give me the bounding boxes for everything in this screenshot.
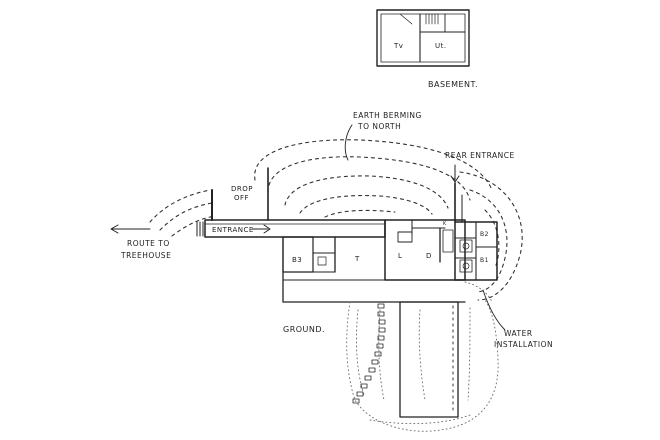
entrance-steps <box>196 221 204 237</box>
room-label-k: K <box>443 221 447 227</box>
entrance-arrow-icon <box>251 224 271 234</box>
basement-room-ut: Ut. <box>435 42 447 50</box>
ground-label: GROUND. <box>283 325 325 334</box>
drop-off-label: DROP <box>231 185 253 193</box>
route-to-treehouse-label: ROUTE TO <box>127 239 170 248</box>
basement-plan: Tv Ut. BASEMENT. <box>376 9 478 89</box>
water-installation-label: WATER <box>504 329 533 338</box>
room-label-d: D <box>426 252 432 260</box>
room-label-b1: B1 <box>480 257 489 264</box>
earth-berming-label: EARTH BERMING <box>353 111 422 120</box>
water-installation <box>399 301 459 418</box>
drop-off-label-sub: OFF <box>234 194 249 202</box>
earth-berming-label-sub: TO NORTH <box>357 122 401 131</box>
annotation-arrows <box>110 124 506 331</box>
stepping-stone-path <box>352 303 386 404</box>
route-arrow-icon <box>110 224 151 234</box>
room-label-t: T <box>354 255 360 263</box>
basement-stair-icon <box>425 13 439 25</box>
basement-label: BASEMENT. <box>428 80 478 89</box>
water-installation-label-sub: INSTALLATION <box>494 340 553 349</box>
room-label-b2: B2 <box>480 231 489 238</box>
room-label-b3: B3 <box>292 256 302 264</box>
basement-room-tv: Tv <box>393 42 403 50</box>
rear-entrance-label: REAR ENTRANCE <box>445 151 515 160</box>
room-label-l: L <box>398 252 402 260</box>
rear-entrance-arrow-icon <box>450 164 460 183</box>
route-to-treehouse-label-sub: TREEHOUSE <box>120 251 171 260</box>
entrance-label: ENTRANCE <box>212 226 254 234</box>
garden-area <box>346 281 499 432</box>
